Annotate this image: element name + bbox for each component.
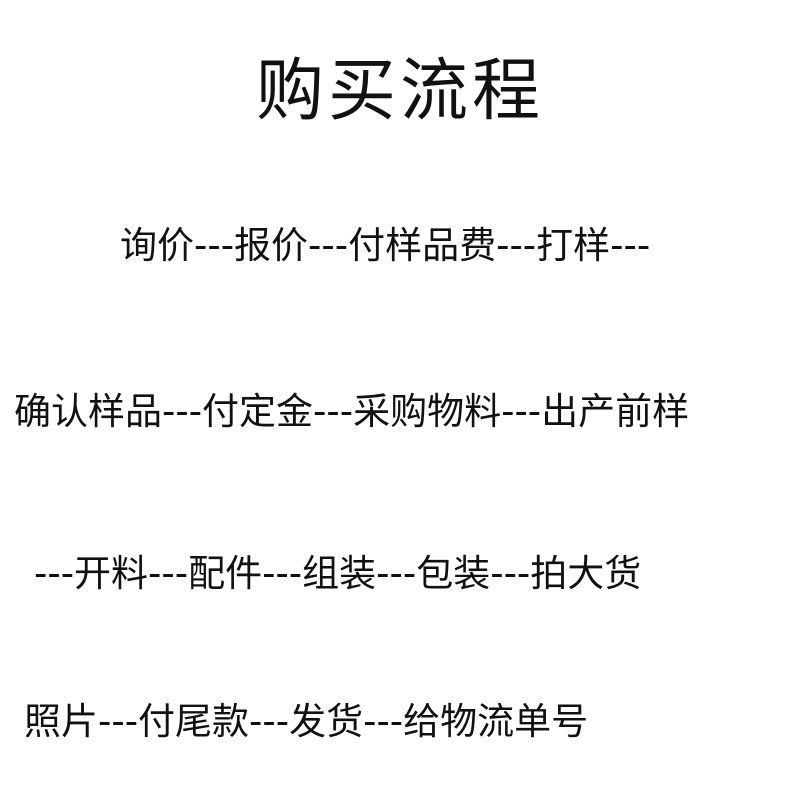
process-line-2: 确认样品---付定金---采购物料---出产前样 [14, 390, 690, 433]
page-title: 购买流程 [255, 52, 544, 131]
process-line-4: 照片---付尾款---发货---给物流单号 [24, 700, 589, 743]
process-line-3: ---开料---配件---组装---包装---拍大货 [34, 552, 642, 595]
process-line-1: 询价---报价---付样品费---打样--- [120, 224, 651, 267]
